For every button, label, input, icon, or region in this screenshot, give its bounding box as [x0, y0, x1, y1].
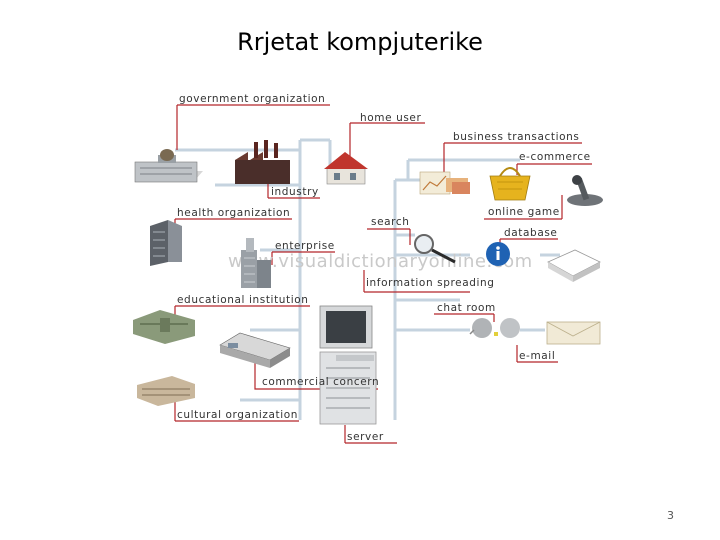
label-cultural-organization: cultural organization — [177, 409, 298, 421]
label-health-organization: health organization — [177, 207, 290, 219]
label-server: server — [347, 431, 384, 443]
joystick-icon — [567, 175, 603, 206]
enterprise-buildings-icon — [241, 238, 271, 288]
label-business-transactions: business transactions — [453, 131, 580, 143]
chat-faces-icon — [469, 318, 520, 338]
label-information-spreading: information spreading — [366, 277, 495, 289]
cultural-building-icon — [137, 376, 195, 406]
label-search: search — [371, 216, 409, 228]
factory-icon — [235, 140, 290, 184]
label-home-user: home user — [360, 112, 421, 124]
search-magnifier-icon — [414, 234, 456, 264]
page-number: 3 — [667, 509, 674, 522]
information-icon — [486, 242, 510, 266]
business-transactions-icon — [419, 171, 470, 195]
label-lines — [174, 104, 592, 444]
slide-title: Rrjetat kompjuterike — [237, 28, 483, 56]
label-commercial-concern: commercial concern — [262, 376, 379, 388]
watermark-text: www.visualdictionaryonline.com — [228, 251, 533, 272]
label-database: database — [504, 227, 557, 239]
database-stack-icon — [547, 249, 601, 282]
label-educational-institution: educational institution — [177, 294, 309, 306]
house-icon — [324, 152, 368, 185]
label-industry: industry — [271, 186, 319, 198]
label-online-game: online game — [488, 206, 560, 218]
label-government-organization: government organization — [179, 93, 325, 105]
commercial-concern-icon — [219, 332, 291, 368]
server-computer-icon — [319, 305, 377, 425]
envelope-icon — [546, 321, 601, 345]
shopping-basket-icon — [489, 167, 531, 201]
label-chat-room: chat room — [437, 302, 496, 314]
office-tower-icon — [150, 220, 182, 266]
label-enterprise: enterprise — [275, 240, 335, 252]
university-building-icon — [133, 310, 195, 344]
government-building-icon — [134, 149, 203, 183]
label-e-commerce: e-commerce — [519, 151, 591, 163]
label-e-mail: e-mail — [519, 350, 555, 362]
